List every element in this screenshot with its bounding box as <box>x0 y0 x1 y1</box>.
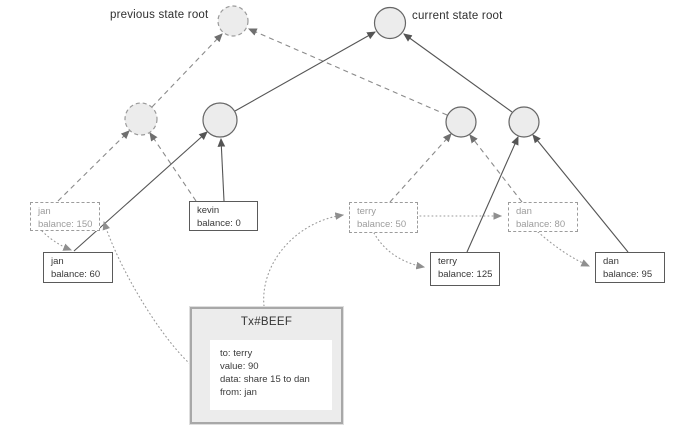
leaf-name: jan <box>38 206 51 217</box>
node-branch-new-right <box>508 106 540 138</box>
leaf-terry-new: terry balance: 125 <box>430 252 500 286</box>
tx-line-from: from: jan <box>220 387 257 398</box>
leaf-terry-old: terry balance: 50 <box>349 202 418 233</box>
tx-box: Tx#BEEF to: terry value: 90 data: share … <box>190 307 343 424</box>
node-current-root <box>373 6 407 40</box>
edge-branch-old-right-to-previous-root <box>247 28 448 116</box>
leaf-balance: balance: 0 <box>197 217 241 229</box>
edge-branch-new-left-to-current-root <box>234 31 376 112</box>
edge-kevin-to-branch-new-left <box>217 137 226 202</box>
current-root-label: current state root <box>412 10 503 22</box>
edge-tx-to-terry-old <box>263 212 345 307</box>
leaf-balance: balance: 80 <box>516 218 566 230</box>
leaf-balance: balance: 50 <box>357 218 407 230</box>
tx-payload: to: terry value: 90 data: share 15 to da… <box>210 340 332 410</box>
edge-tx-to-jan-old <box>102 220 191 365</box>
edge-terry-old-to-terry-new <box>373 232 426 270</box>
leaf-dan-new: dan balance: 95 <box>595 252 665 283</box>
tx-line-to: to: terry <box>220 348 253 359</box>
leaf-kevin: kevin balance: 0 <box>189 201 258 231</box>
tx-line-value: value: 90 <box>220 361 259 372</box>
leaf-name: terry <box>438 256 457 267</box>
edge-dan-new-to-branch-new-right <box>532 134 629 253</box>
tx-title: Tx#BEEF <box>240 316 293 328</box>
leaf-dan-old: dan balance: 80 <box>508 202 578 232</box>
edge-branch-old-left-to-previous-root <box>151 33 223 108</box>
leaf-balance: balance: 60 <box>51 268 101 280</box>
edge-terry-old-to-branch-old-right <box>389 133 452 203</box>
tx-line-data: data: share 15 to dan <box>220 374 310 385</box>
leaf-balance: balance: 95 <box>603 268 653 280</box>
leaf-name: jan <box>51 256 64 267</box>
edge-jan-old-to-branch-old-left <box>57 130 130 202</box>
leaf-jan-new: jan balance: 60 <box>43 252 113 283</box>
edge-jan-new-to-branch-new-left <box>73 131 208 252</box>
edge-kevin-to-branch-old-left <box>149 132 197 202</box>
edge-jan-old-to-jan-new <box>41 230 73 251</box>
node-branch-new-left <box>202 102 238 138</box>
leaf-name: kevin <box>197 205 220 216</box>
node-previous-root <box>217 5 249 37</box>
edge-dan-old-to-dan-new <box>537 231 591 267</box>
node-branch-old-left <box>124 102 158 136</box>
previous-root-label: previous state root <box>110 9 209 21</box>
edge-branch-new-right-to-current-root <box>403 33 513 113</box>
leaf-balance: balance: 125 <box>438 268 493 280</box>
leaf-balance: balance: 150 <box>38 218 93 230</box>
node-branch-old-right <box>445 106 477 138</box>
leaf-name: terry <box>357 206 376 217</box>
leaf-name: dan <box>516 206 532 217</box>
leaf-jan-old: jan balance: 150 <box>30 202 100 231</box>
edge-terry-new-to-branch-new-right <box>466 135 519 253</box>
leaf-name: dan <box>603 256 619 267</box>
